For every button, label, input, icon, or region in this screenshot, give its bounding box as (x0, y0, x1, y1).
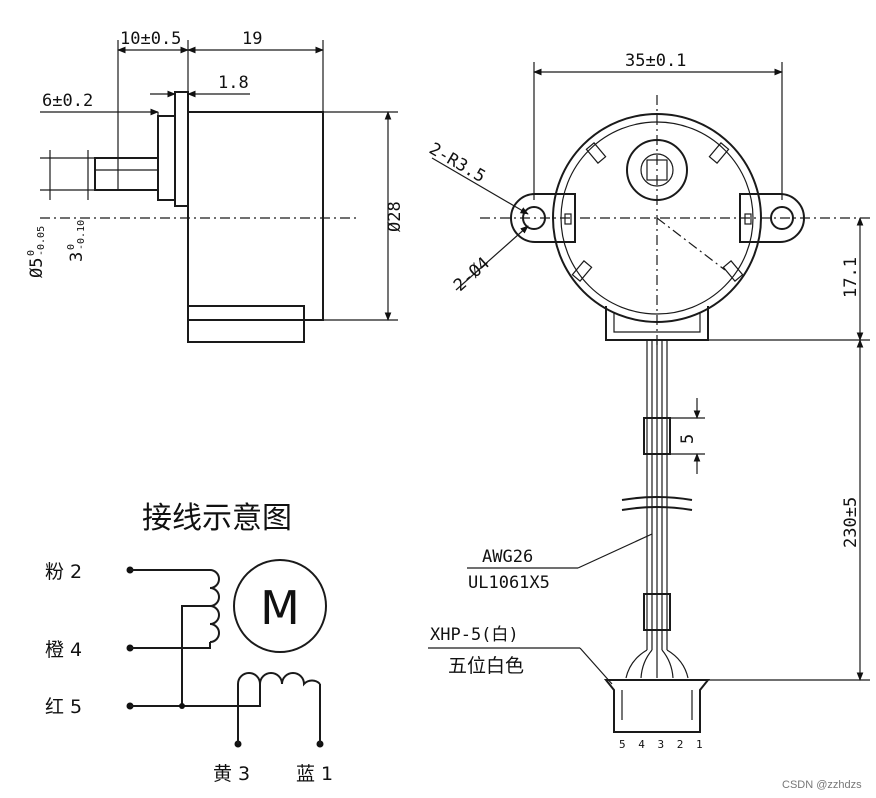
wire-label-yellow: 黄 3 (213, 763, 250, 785)
dim-shaft-dia: Ø5 (27, 258, 47, 278)
cable (646, 340, 668, 650)
dim-cable-len: 230±5 (841, 497, 861, 548)
wire-label-orange: 橙 4 (45, 639, 82, 661)
dim-shaft-dia-tol-upper: 0 (26, 250, 37, 256)
dim-width-tol: 10±0.5 (120, 29, 181, 49)
shaft-side (94, 157, 159, 191)
wire-label-pink: 粉 2 (45, 561, 82, 583)
mounting-ear-left (510, 193, 576, 243)
coil-horizontal (237, 672, 321, 687)
dim-flat: 3 (67, 252, 87, 262)
connector-housing (603, 679, 711, 733)
connector-model: XHP-5(白) (430, 625, 519, 645)
connector-desc: 五位白色 (448, 655, 524, 677)
dim-ear-radius: 2-R3.5 (426, 139, 489, 187)
mount-hole-right (770, 206, 794, 230)
dim-flat-tol-lower: -0.10 (76, 220, 87, 250)
dim-body-dia: Ø28 (385, 201, 405, 232)
wire-spec-2: UL1061X5 (468, 573, 550, 593)
motor-symbol-label: M (260, 581, 300, 635)
dim-shaft-dia-tol-lower: -0.05 (36, 226, 47, 256)
wire-spec-1: AWG26 (482, 547, 533, 567)
side-view: 10±0.5 19 1.8 6±0.2 Ø5 0 -0.05 3 0 -0.10… (26, 29, 405, 343)
dim-shaft-len: 6±0.2 (42, 91, 93, 111)
wiring-title: 接线示意图 (142, 501, 292, 536)
boss-side (157, 115, 176, 201)
coil-vertical (209, 569, 220, 643)
watermark: CSDN @zzhdzs (782, 779, 862, 791)
flange-side (174, 91, 189, 207)
mounting-ear-right (739, 193, 805, 243)
wire-label-blue: 蓝 1 (296, 763, 333, 785)
motor-body-side (187, 111, 324, 321)
wire-label-red: 红 5 (45, 696, 82, 718)
dim-body-width: 19 (242, 29, 262, 49)
wiring-diagram: 接线示意图 粉 2 橙 4 红 5 黄 3 蓝 1 M (45, 501, 333, 785)
dim-hole-dia: 2-Ø4 (450, 253, 494, 295)
dim-sleeve: 5 (678, 434, 698, 444)
cable-sleeve-upper (643, 417, 671, 455)
connector-side (187, 305, 305, 343)
dim-mount-spacing: 35±0.1 (625, 51, 686, 71)
dim-height: 17.1 (841, 257, 861, 298)
front-view: 35±0.1 2-R3.5 2-Ø4 17.1 (426, 51, 870, 751)
motor-symbol (233, 559, 327, 653)
pin-numbers: 5 4 3 2 1 (619, 738, 706, 751)
dim-flange: 1.8 (218, 73, 249, 93)
cable-sleeve-lower (643, 593, 671, 631)
dim-flat-tol-upper: 0 (66, 244, 77, 250)
